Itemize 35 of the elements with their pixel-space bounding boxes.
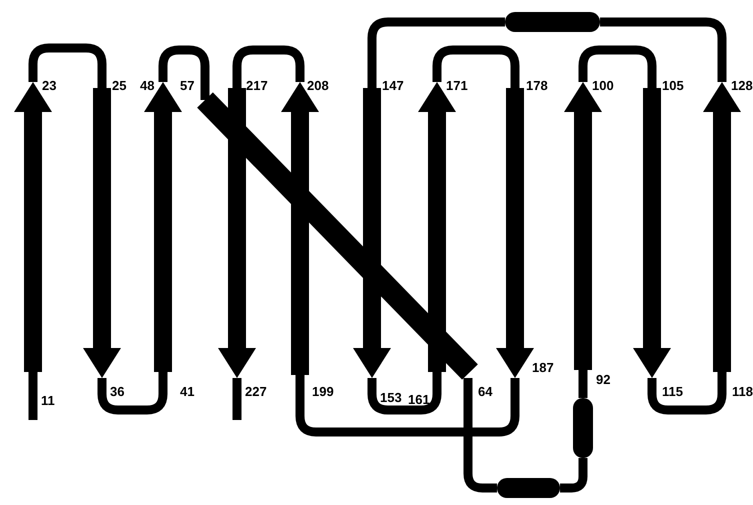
residue-number: 36 [110, 384, 124, 400]
loop-connector [600, 18, 726, 82]
residue-number: 118 [732, 384, 753, 400]
residue-number: 147 [382, 78, 404, 94]
residue-number: 92 [596, 372, 610, 388]
residue-number: 171 [446, 78, 468, 94]
loop-connector [232, 378, 242, 420]
residue-number: 153 [380, 390, 402, 406]
residue-number: 100 [592, 78, 614, 94]
residue-number: 227 [245, 384, 267, 400]
residue-number: 115 [662, 384, 683, 400]
loop-connector [368, 18, 505, 88]
residue-number: 11 [41, 393, 55, 409]
residue-number: 105 [662, 78, 684, 94]
loop-connector [28, 372, 38, 420]
residue-number: 217 [246, 78, 268, 94]
residue-number: 57 [180, 78, 194, 94]
helix-cylinder [573, 398, 593, 458]
residue-number: 41 [180, 384, 194, 400]
helix-cylinder [497, 478, 560, 498]
residue-number: 187 [532, 360, 554, 376]
loop-connector [296, 375, 520, 436]
helix-cylinder [505, 12, 600, 32]
loop-connector [578, 370, 588, 398]
residue-number: 161 [408, 392, 430, 408]
loop-connector [464, 378, 497, 492]
residue-number: 128 [731, 78, 753, 94]
residue-number: 178 [526, 78, 548, 94]
residue-number: 64 [478, 384, 492, 400]
residue-number: 199 [312, 384, 334, 400]
residue-number: 208 [307, 78, 329, 94]
residue-number: 48 [140, 78, 154, 94]
residue-number: 23 [42, 78, 56, 94]
residue-number: 25 [112, 78, 126, 94]
loop-connector [158, 46, 210, 100]
